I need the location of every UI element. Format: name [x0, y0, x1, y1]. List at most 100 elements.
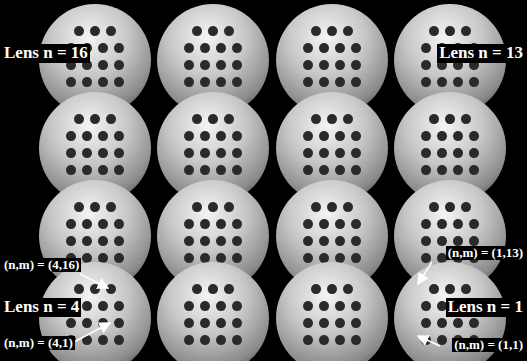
- dot: [303, 77, 313, 87]
- dot: [184, 131, 194, 141]
- dot: [335, 236, 345, 246]
- dot: [351, 165, 361, 175]
- dot: [461, 114, 471, 124]
- dot: [429, 26, 439, 36]
- dot: [82, 318, 92, 328]
- dot: [351, 131, 361, 141]
- dot: [184, 335, 194, 345]
- dot: [82, 236, 92, 246]
- dot: [319, 60, 329, 70]
- dot: [303, 60, 313, 70]
- dot: [216, 77, 226, 87]
- dot: [319, 236, 329, 246]
- dot: [303, 301, 313, 311]
- dot: [319, 165, 329, 175]
- dot: [192, 26, 202, 36]
- dot: [335, 165, 345, 175]
- dot: [453, 219, 463, 229]
- dot: [319, 335, 329, 345]
- dot: [469, 165, 479, 175]
- dot: [343, 114, 353, 124]
- dot: [453, 318, 463, 328]
- dot: [453, 148, 463, 158]
- dot: [453, 236, 463, 246]
- lens-sphere: [157, 262, 269, 361]
- lens-label: Lens n = 4: [2, 298, 81, 317]
- dot: [184, 219, 194, 229]
- dot: [98, 335, 108, 345]
- dot: [200, 43, 210, 53]
- dot: [335, 60, 345, 70]
- dot: [421, 219, 431, 229]
- dot: [319, 253, 329, 263]
- index-label: (n,m) = (4,16): [2, 258, 81, 272]
- dot: [200, 148, 210, 158]
- dot: [437, 318, 447, 328]
- dot: [90, 114, 100, 124]
- dot: [421, 43, 431, 53]
- dot: [303, 219, 313, 229]
- dot: [421, 148, 431, 158]
- dot: [421, 165, 431, 175]
- dot: [335, 43, 345, 53]
- dot: [114, 131, 124, 141]
- leader-line: [80, 274, 108, 288]
- dot: [184, 318, 194, 328]
- dot: [208, 284, 218, 294]
- dot: [184, 77, 194, 87]
- dot: [445, 202, 455, 212]
- dot: [106, 284, 116, 294]
- dot: [303, 131, 313, 141]
- dot: [319, 131, 329, 141]
- dot: [216, 301, 226, 311]
- dot: [200, 236, 210, 246]
- dot: [335, 131, 345, 141]
- dot: [98, 301, 108, 311]
- dot: [216, 60, 226, 70]
- dot: [232, 335, 242, 345]
- dot: [461, 284, 471, 294]
- dot: [192, 284, 202, 294]
- index-label: (n,m) = (1,1): [452, 338, 525, 352]
- dot: [74, 26, 84, 36]
- dot: [232, 77, 242, 87]
- dot: [184, 60, 194, 70]
- dot: [200, 318, 210, 328]
- dot: [74, 284, 84, 294]
- dot: [232, 131, 242, 141]
- dot: [437, 335, 447, 345]
- dot: [445, 114, 455, 124]
- dot: [469, 131, 479, 141]
- dot: [429, 114, 439, 124]
- dot: [208, 114, 218, 124]
- dot: [335, 253, 345, 263]
- dot: [311, 284, 321, 294]
- dot: [216, 219, 226, 229]
- dot: [200, 165, 210, 175]
- dot: [200, 131, 210, 141]
- dot: [319, 43, 329, 53]
- dot: [200, 77, 210, 87]
- dot: [351, 60, 361, 70]
- dot: [437, 148, 447, 158]
- dot: [216, 148, 226, 158]
- lens-label: Lens n = 13: [437, 44, 525, 63]
- index-label: (n,m) = (1,13): [446, 246, 525, 260]
- dot: [208, 26, 218, 36]
- dot: [421, 318, 431, 328]
- dot: [106, 114, 116, 124]
- dot: [184, 301, 194, 311]
- dot: [216, 165, 226, 175]
- dot: [200, 253, 210, 263]
- dot: [114, 165, 124, 175]
- dot: [114, 236, 124, 246]
- dot: [232, 148, 242, 158]
- dot: [469, 236, 479, 246]
- dot: [303, 253, 313, 263]
- dot: [232, 236, 242, 246]
- dot: [343, 202, 353, 212]
- dot: [335, 148, 345, 158]
- dot: [224, 202, 234, 212]
- dot: [303, 335, 313, 345]
- dot: [184, 253, 194, 263]
